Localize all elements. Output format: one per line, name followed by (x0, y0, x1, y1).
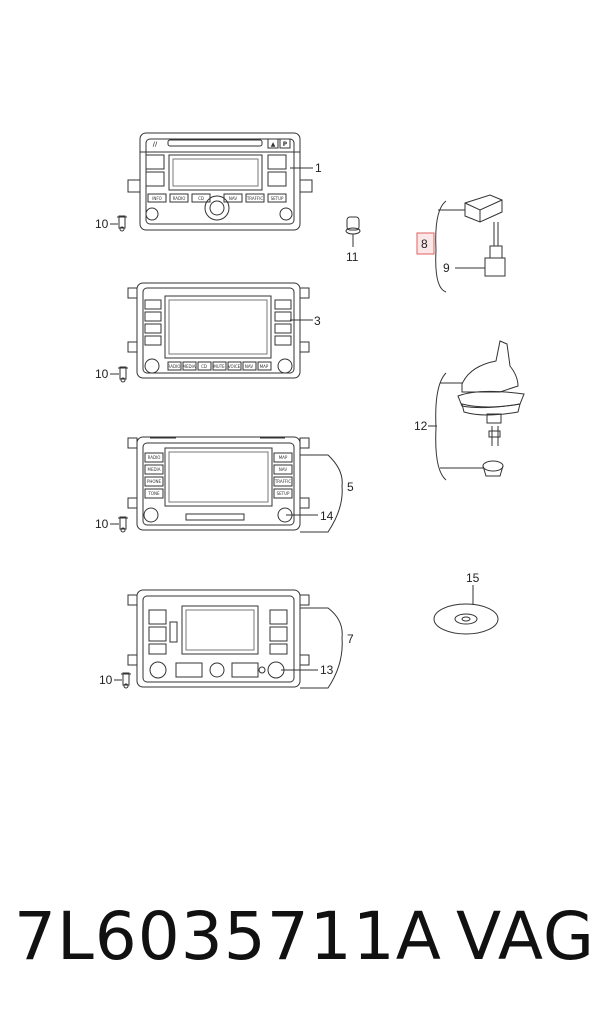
unit5-btn-tone: TONE (147, 491, 160, 496)
disc-15 (433, 585, 499, 635)
unit3-btn-voice: VOICE (228, 364, 241, 369)
unit1-eject: ▲ (271, 141, 276, 148)
callout-10c: 10 (95, 517, 109, 531)
module-8-group (435, 194, 506, 293)
unit1-btn-cd: CD (198, 196, 204, 201)
unit1-btn-nav: NAV (229, 196, 237, 201)
callout-5: 5 (347, 480, 354, 494)
callout-9: 9 (443, 261, 450, 275)
screw-10b (118, 366, 128, 383)
brand-label: VAG (456, 898, 596, 975)
unit3-btn-nav: NAV (245, 364, 253, 369)
unit5-btn-traffic: TRAFFIC (274, 479, 292, 484)
callout-1: 1 (315, 161, 322, 175)
unit5-btn-nav: NAV (279, 467, 287, 472)
callout-15: 15 (466, 571, 480, 585)
unit1-btn-radio: RADIO (173, 196, 186, 201)
unit5-btn-setup: SETUP (277, 491, 290, 496)
unit1-btn-info: INFO (152, 196, 162, 201)
unit3-btn-map: MAP (260, 364, 269, 369)
unit1-power: P (283, 141, 288, 148)
callout-8: 8 (421, 237, 428, 251)
screw-10a (117, 215, 127, 232)
unit1-btn-traffic: TRAFFIC (246, 196, 264, 201)
callout-10a: 10 (95, 217, 109, 231)
unit3-btn-media: MEDIA (183, 364, 196, 369)
unit5-btn-radio: RADIO (148, 455, 161, 460)
callout-12: 12 (414, 419, 428, 433)
callout-14: 14 (320, 509, 334, 523)
screw-10d (121, 672, 131, 689)
callout-10d: 10 (99, 673, 113, 687)
nav-unit-3 (127, 282, 310, 379)
callout-11: 11 (346, 250, 359, 264)
callout-13: 13 (320, 663, 334, 677)
nav-unit-5 (127, 436, 310, 531)
part-number: 7L6035711A (14, 898, 442, 975)
radio-unit-7 (127, 589, 310, 688)
unit3-button-labels: RADIO MEDIA CD MUTE VOICE NAV MAP (168, 364, 269, 369)
unit3-btn-cd: CD (201, 364, 207, 369)
unit5-btn-map: MAP (279, 455, 288, 460)
unit1-button-labels: INFO RADIO CD NAV TRAFFIC SETUP // ▲ P (152, 141, 288, 201)
unit3-btn-radio: RADIO (168, 364, 181, 369)
leader-lines (110, 167, 437, 689)
callout-10b: 10 (95, 367, 109, 381)
unit5-btn-media: MEDIA (148, 467, 161, 472)
radio-unit-1 (127, 132, 313, 231)
unit3-btn-mute: MUTE (213, 364, 225, 369)
callout-3: 3 (314, 314, 321, 328)
screw-10c (118, 516, 128, 533)
callout-8-highlight (416, 232, 435, 255)
unit1-logo: // (153, 141, 158, 148)
unit1-btn-setup: SETUP (271, 196, 284, 201)
knob-11 (345, 216, 361, 247)
antenna-12-group (435, 340, 525, 481)
callout-7: 7 (347, 632, 354, 646)
unit5-btn-phone: PHONE (147, 479, 162, 484)
unit5-button-labels: RADIO MEDIA PHONE TONE MAP NAV TRAFFIC S… (147, 455, 291, 496)
callout-labels: 1 3 5 7 8 9 10 10 10 10 11 12 13 14 15 (95, 161, 480, 687)
